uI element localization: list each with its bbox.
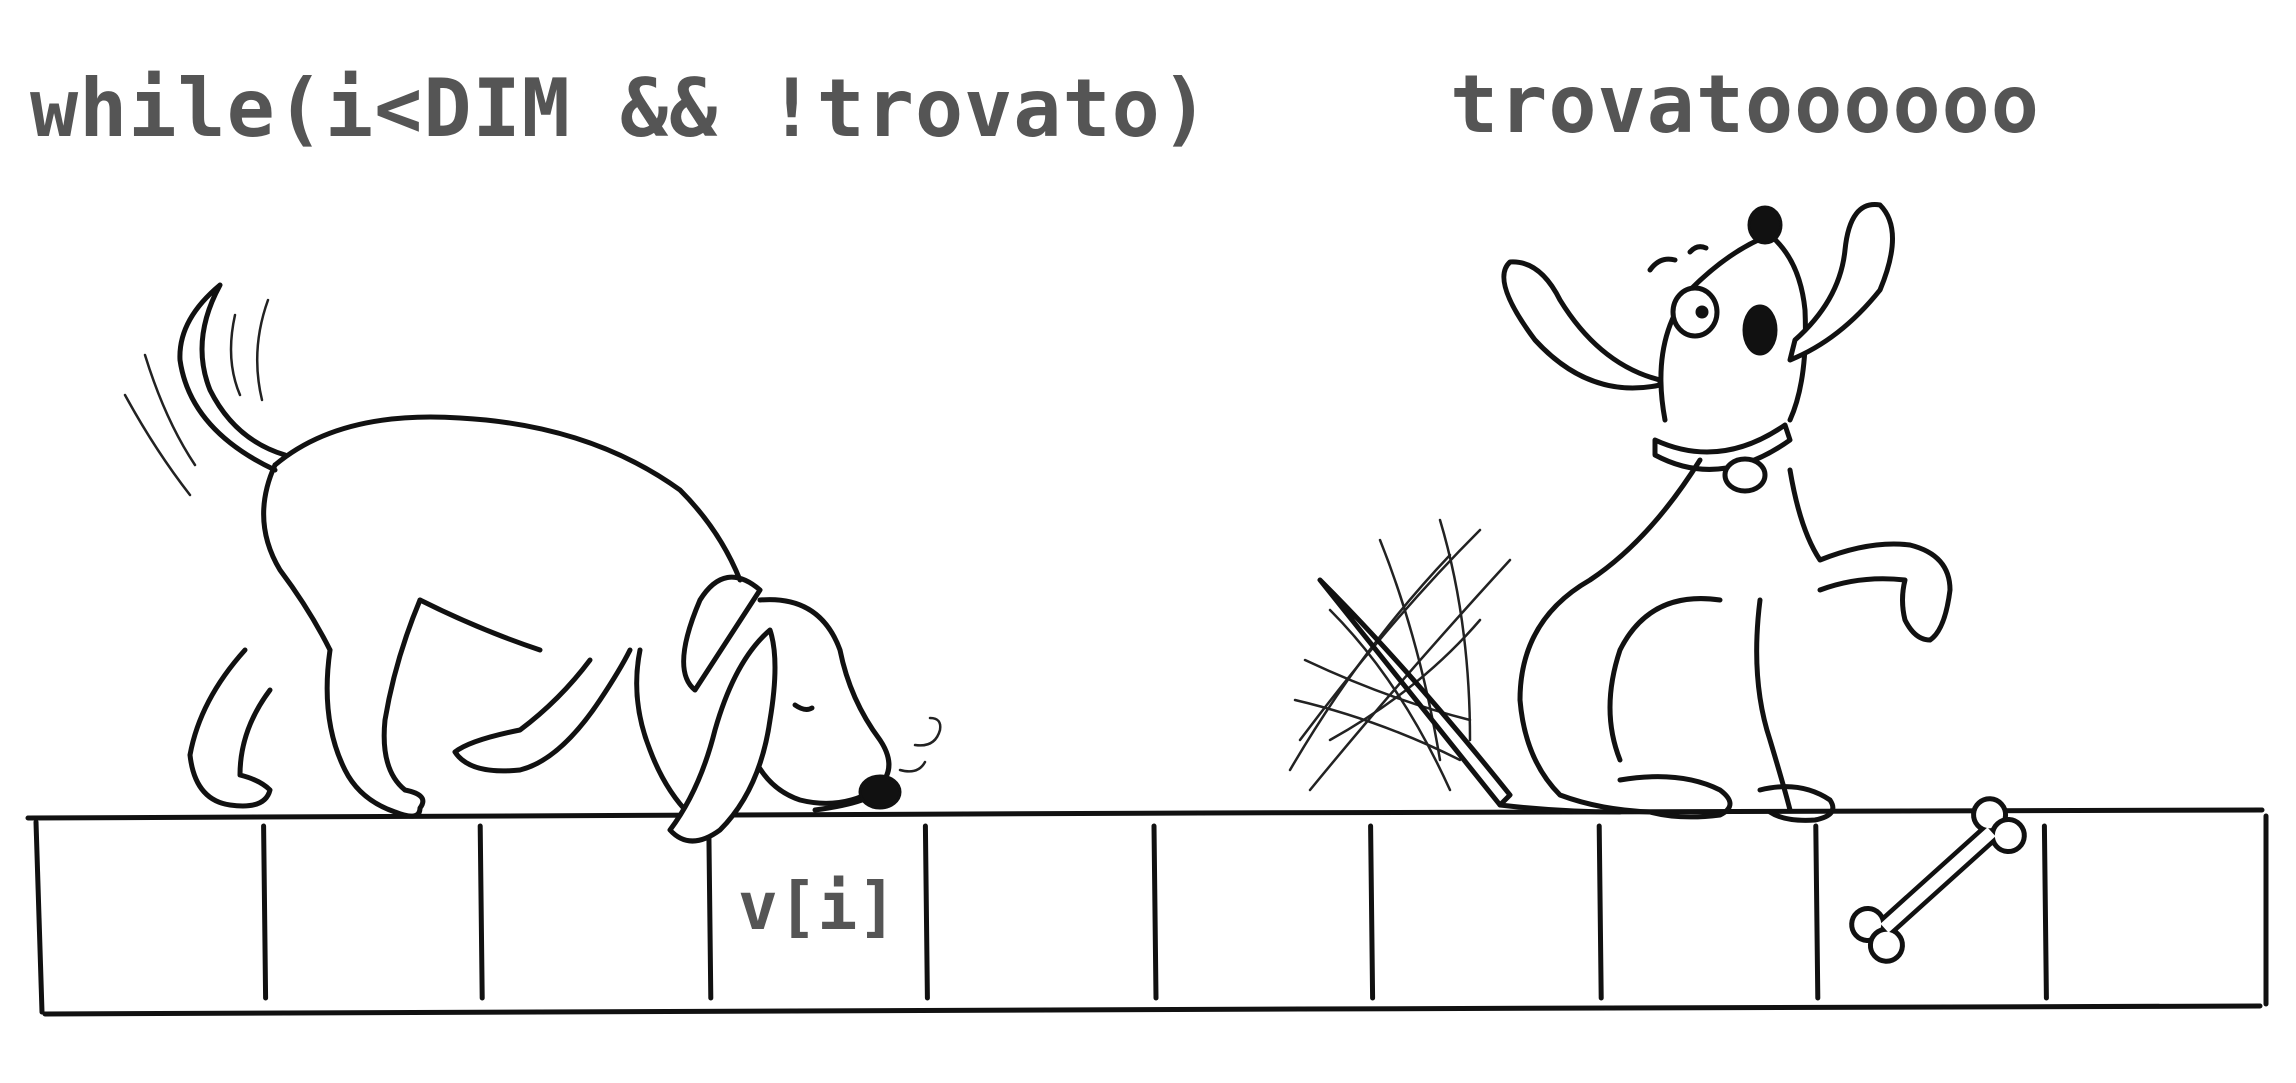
array-cell-divider <box>261 823 269 1001</box>
array-bottom-edge <box>42 1003 2263 1017</box>
current-cell-label: v[i] <box>738 868 897 945</box>
array-left-edge <box>33 819 45 1015</box>
bone-icon <box>1849 796 2027 964</box>
array-cell-divider <box>922 823 930 1001</box>
array-cell-divider <box>1151 823 1159 1001</box>
array-cell-divider <box>1596 823 1604 1001</box>
cell-dividers <box>261 823 2049 1001</box>
found-exclamation-caption: trovatoooooo <box>1450 58 2040 151</box>
dog-excited-icon <box>1288 202 1953 823</box>
array-cell-divider <box>706 823 714 1001</box>
array-cell-divider <box>1813 823 1821 1001</box>
loop-condition-caption: while(i<DIM && !trovato) <box>30 62 1210 155</box>
array-cell-divider <box>477 823 485 1001</box>
array-top-edge <box>25 807 2265 821</box>
array-cell-divider <box>1368 823 1376 1001</box>
array-strip <box>25 807 2269 1017</box>
dog-sniffing-icon <box>123 282 942 844</box>
array-cell-divider <box>2041 823 2049 1001</box>
